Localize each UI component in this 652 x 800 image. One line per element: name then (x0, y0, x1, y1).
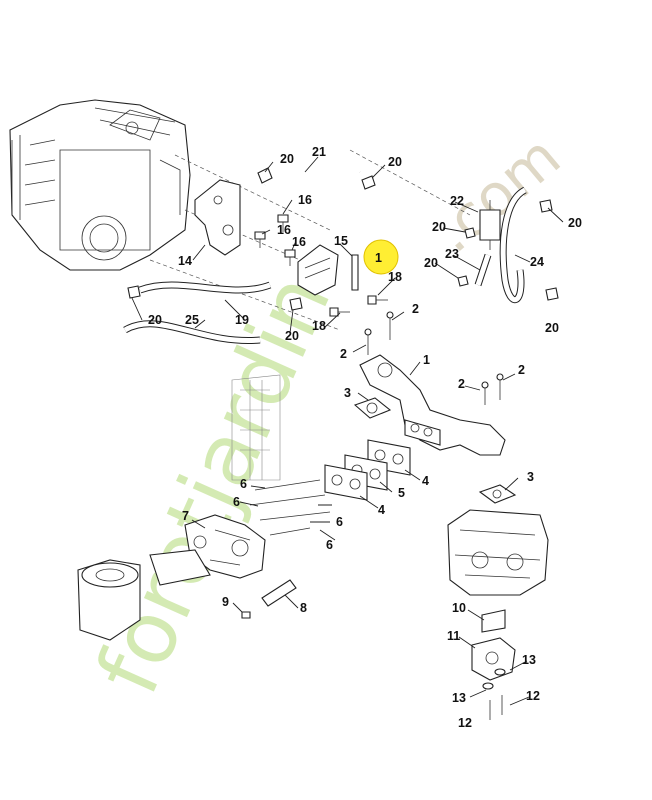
gasket-3-lower (478, 484, 517, 504)
part-8 (261, 579, 297, 607)
callout-label: 2 (458, 377, 465, 391)
callout-label: 8 (300, 601, 307, 615)
callout-label: 13 (522, 653, 536, 667)
callout-label: 24 (530, 255, 544, 269)
callout-label: 21 (312, 145, 326, 159)
callout-label: 20 (545, 321, 559, 335)
studs-6 (249, 479, 331, 536)
callout-label: 3 (527, 470, 534, 484)
gaskets-4-5 (324, 439, 411, 501)
gasket-3-upper (353, 397, 392, 419)
valve-body (297, 244, 339, 296)
callout-label: 7 (182, 509, 189, 523)
callout-label: 6 (240, 477, 247, 491)
callout-label: 13 (452, 691, 466, 705)
callout-label: 2 (412, 302, 419, 316)
callout-label: 3 (344, 386, 351, 400)
bracket-14 (194, 179, 241, 256)
watermark-suffix: .com (420, 122, 573, 266)
callout-label: 20 (148, 313, 162, 327)
engine-block (9, 99, 191, 271)
part-11 (471, 637, 516, 681)
callout-label: 10 (452, 601, 466, 615)
callout-label: 18 (388, 270, 402, 284)
callout-label: 6 (326, 538, 333, 552)
watermark-text: forotjardin (78, 260, 351, 708)
callout-label: 19 (235, 313, 249, 327)
callout-label: 20 (285, 329, 299, 343)
callout-label: 4 (422, 474, 429, 488)
cylinder-head (447, 509, 549, 596)
callout-label: 16 (292, 235, 306, 249)
intake-manifold (359, 354, 506, 456)
callout-label: 23 (445, 247, 459, 261)
callout-label: 22 (450, 194, 464, 208)
callout-label: 6 (336, 515, 343, 529)
callout-label: 6 (233, 495, 240, 509)
callout-label: 15 (334, 234, 348, 248)
callout-label: 16 (277, 223, 291, 237)
leader-lines (131, 156, 564, 706)
callout-label: 18 (312, 319, 326, 333)
callout-label: 4 (378, 503, 385, 517)
callout-label: 1 (423, 353, 430, 367)
callout-label: 2 (518, 363, 525, 377)
callout-label: 20 (388, 155, 402, 169)
callout-label: 20 (432, 220, 446, 234)
callout-label: 20 (280, 152, 294, 166)
callout-label: 9 (222, 595, 229, 609)
callout-label: 20 (424, 256, 438, 270)
callout-label: 1 (375, 251, 382, 265)
callout-label: 12 (526, 689, 540, 703)
callout-label: 5 (398, 486, 405, 500)
callout-label: 20 (568, 216, 582, 230)
callout-labels: 20 21 20 16 22 20 16 20 14 16 15 1 18 20… (148, 145, 582, 730)
callout-label: 11 (447, 629, 460, 643)
highlight-marker (363, 239, 399, 275)
part-10 (481, 609, 506, 633)
callout-label: 25 (185, 313, 199, 327)
callout-label: 16 (298, 193, 312, 207)
callout-label: 14 (178, 254, 192, 268)
callout-label: 12 (458, 716, 472, 730)
fuel-filter-22 (479, 200, 501, 250)
callout-label: 2 (340, 347, 347, 361)
air-filter-housing (77, 549, 211, 641)
